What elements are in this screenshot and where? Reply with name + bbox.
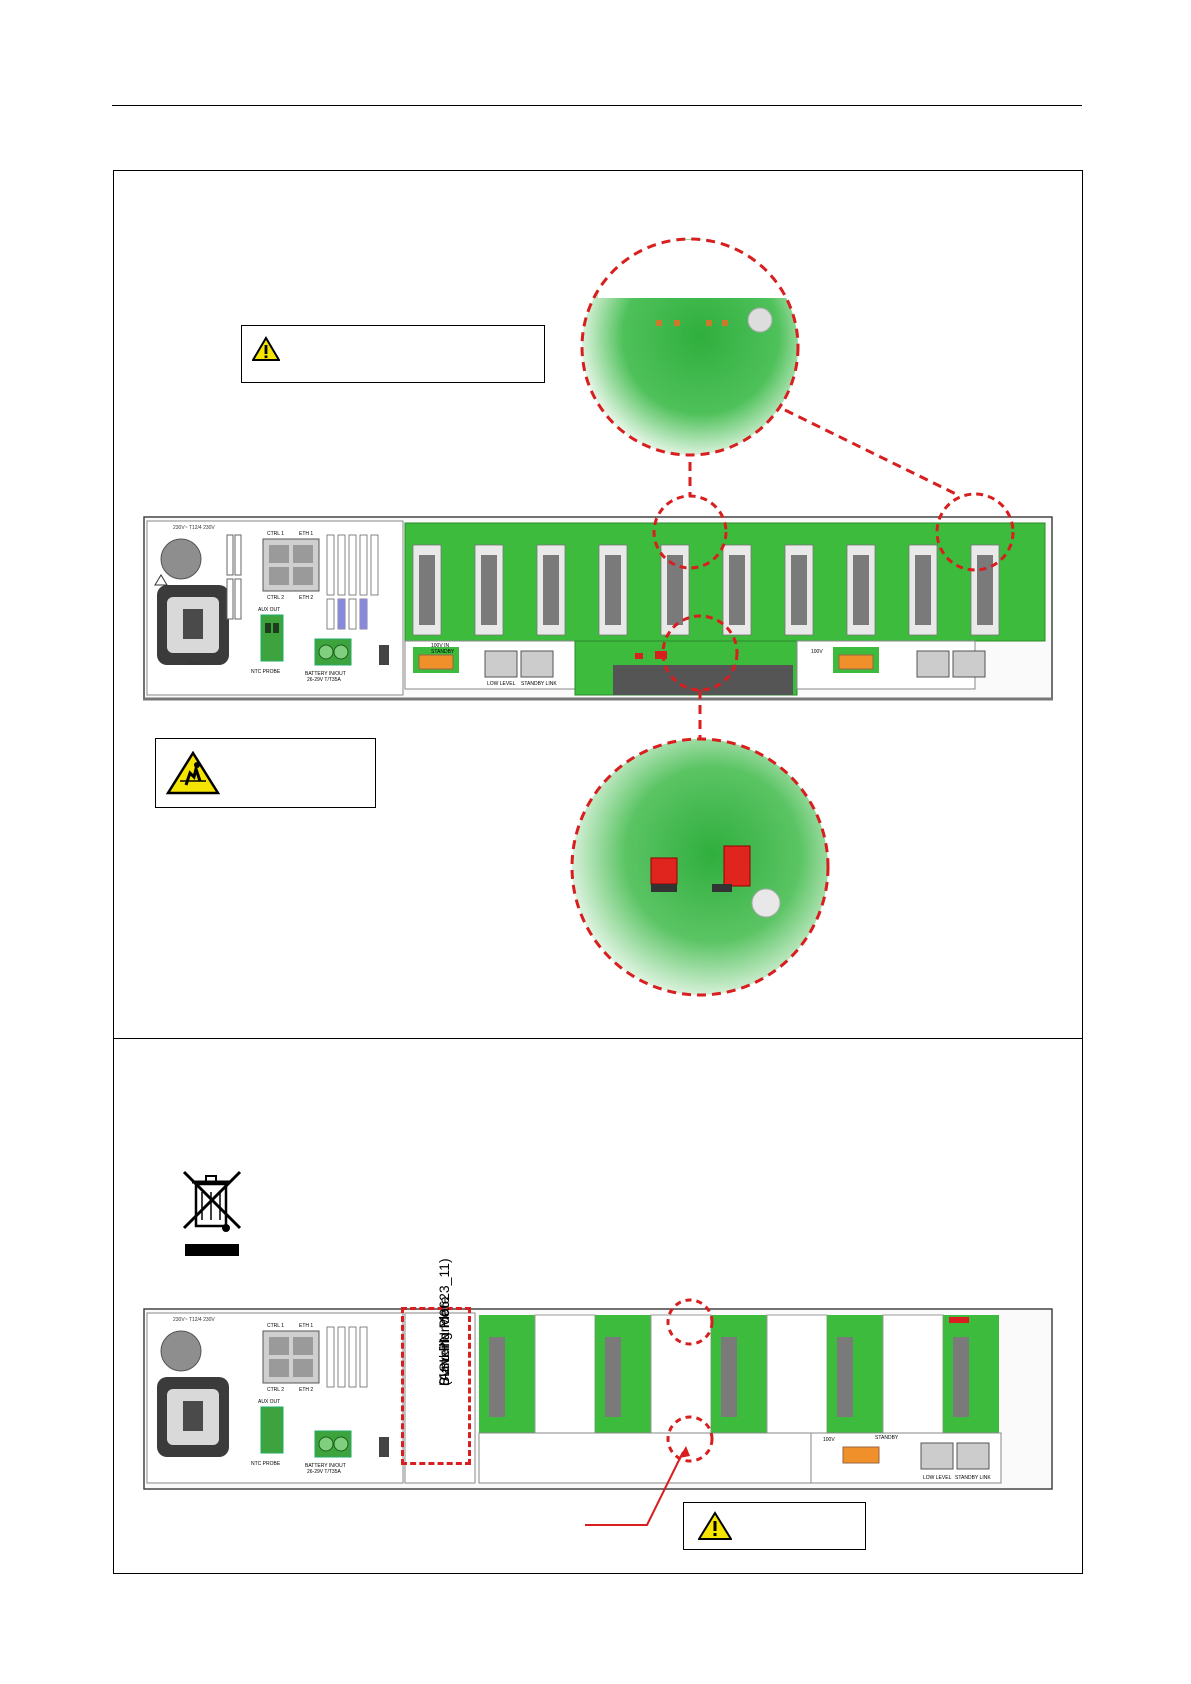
ctrl1-label: CTRL 1 — [267, 531, 284, 537]
ctrl2-label: CTRL 2 — [267, 1387, 284, 1393]
aux-out-label: AUX OUT — [258, 1399, 280, 1405]
warning-icon — [698, 1511, 732, 1540]
mains-rating: 230V~ T12/4 230V — [173, 1317, 215, 1323]
ntc-probe-label: NTC PROBE — [251, 1461, 281, 1467]
rear-panel-top: 230V~ T12/4 230V T/T5A CTRL 1 ETH 1 CTRL… — [143, 516, 1053, 701]
battery-rating: 26-29V T/T35A — [307, 677, 341, 683]
weee-bin-icon — [182, 1170, 242, 1256]
battery-label: BATTERY IN/OUT — [305, 671, 346, 677]
warning-icon — [252, 336, 280, 361]
standby-in-label: 100V IN — [431, 643, 449, 649]
eth2-label: ETH 2 — [299, 1387, 313, 1393]
v100-label: 100V — [811, 649, 823, 655]
rear-panel-bottom: 230V~ T12/4 230V CTRL 1 ETH 1 CTRL 2 ETH… — [143, 1308, 1053, 1490]
standby-link-label: STANDBY LINK — [521, 681, 557, 687]
figure-frame — [113, 170, 1083, 1574]
fuse-label: T/T5A — [187, 661, 201, 667]
ntc-probe-label: NTC PROBE — [251, 669, 281, 675]
low-level-label: LOW LEVEL — [487, 681, 516, 687]
blanking-plate-label: Surveillance Blanking Plate (ASL PN M062… — [401, 1258, 471, 1465]
blanking-plate-line3: (ASL PN M0623_11) — [436, 1258, 452, 1386]
eth1-label: ETH 1 — [299, 1323, 313, 1329]
warning-callout-top — [241, 325, 545, 383]
low-level-label: LOW LEVEL — [923, 1475, 952, 1481]
esd-callout — [155, 738, 376, 808]
header-rule — [112, 105, 1082, 106]
eth2-label: ETH 2 — [299, 595, 313, 601]
mains-rating: 230V~ T12/4 230V — [173, 525, 215, 531]
battery-label: BATTERY IN/OUT — [305, 1463, 346, 1469]
esd-warning-icon — [166, 751, 220, 795]
standby-label: STANDBY — [431, 649, 455, 655]
warning-callout-bottom — [683, 1502, 866, 1550]
standby-link-label: STANDBY LINK — [955, 1475, 991, 1481]
eth1-label: ETH 1 — [299, 531, 313, 537]
ctrl2-label: CTRL 2 — [267, 595, 284, 601]
section-divider — [113, 1038, 1083, 1039]
aux-out-label: AUX OUT — [258, 607, 280, 613]
ctrl1-label: CTRL 1 — [267, 1323, 284, 1329]
battery-rating: 26-29V T/T35A — [307, 1469, 341, 1475]
v100-label: 100V — [823, 1437, 835, 1443]
standby-label: STANDBY — [875, 1435, 899, 1441]
